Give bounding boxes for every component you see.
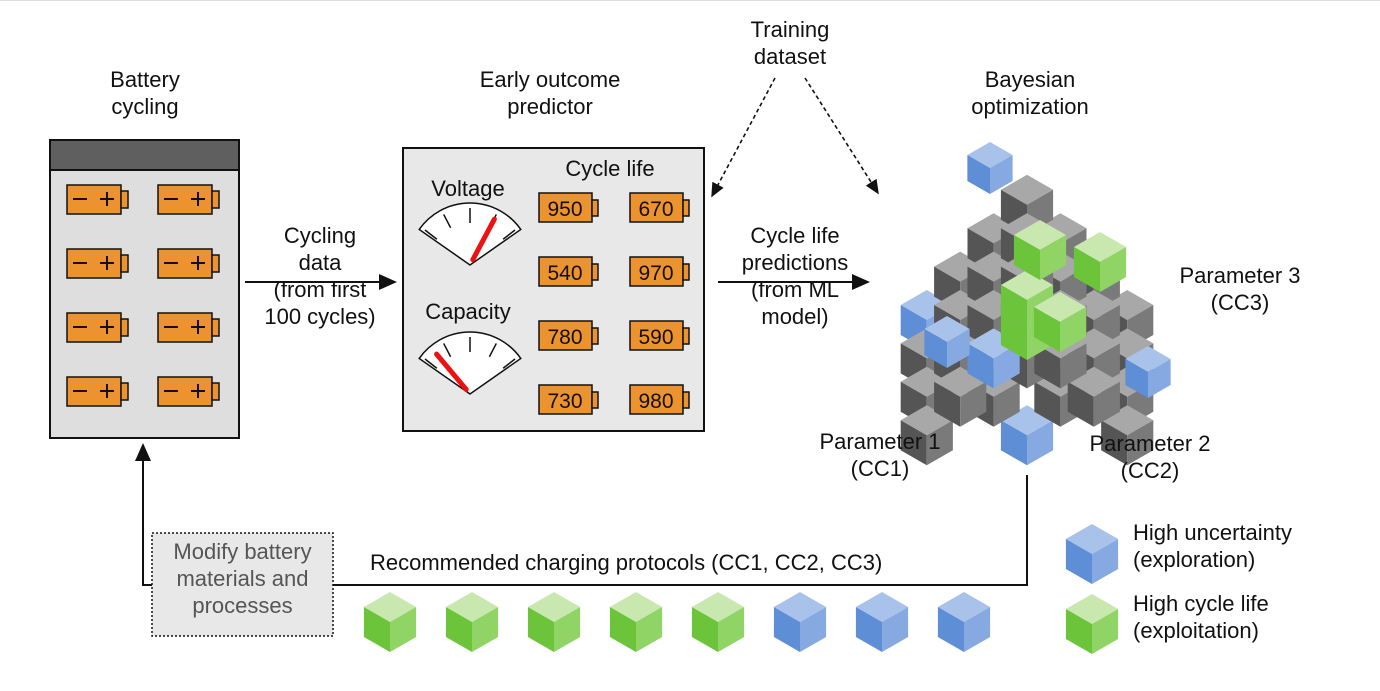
voltage-gauge [418,202,522,266]
feedback-box [151,532,334,637]
recommended-cube-green [609,592,663,652]
cycle-life-battery: 540 [538,256,599,287]
cycle-life-value: 670 [638,198,673,221]
blue-cube [967,142,1013,194]
cycle-life-battery: 970 [629,256,690,287]
recommended-cube-green [527,592,581,652]
legend-uncertainty-label: High uncertainty(exploration) [1133,520,1292,572]
cycle-life-value: 590 [638,326,673,349]
recommend-line [332,475,1028,586]
cycle-life-value: 980 [638,390,673,413]
voltage-label: Voltage [431,176,505,201]
recommended-cube-green [445,592,499,652]
recommended-cube-blue [855,592,909,652]
cycle-life-battery: 590 [629,320,690,351]
battery-cell [66,184,129,215]
recommended-cubes [363,592,991,652]
cycle-life-battery: 670 [629,192,690,223]
battery-cell [66,248,129,279]
parameter-cube [900,142,1171,466]
parameter-cube-cell [967,328,1020,389]
cycle-life-battery: 730 [538,384,599,415]
blue-cube [924,316,970,368]
legend-blue-cube [1065,524,1119,584]
cycle-life-value: 950 [547,198,582,221]
battery-cell [66,312,129,343]
parameter-2-label: Parameter 2(CC2) [1089,431,1211,483]
blue-cube [1125,346,1171,398]
capacity-label: Capacity [425,299,511,324]
parameter-3-label: Parameter 3(CC3) [1179,263,1301,315]
cycle-life-value: 970 [638,262,673,285]
legend-cyclelife-label: High cycle life(exploitation) [1133,591,1269,643]
battery-rack [49,139,240,439]
recommended-cube-green [363,592,417,652]
battery-cell [157,248,220,279]
cycle-life-value: 540 [547,262,582,285]
green-cube [1013,220,1067,280]
top-border [0,0,1380,1]
cycle-life-value: 730 [547,390,582,413]
green-cube [1033,292,1087,352]
parameter-1-label: Parameter 1(CC1) [819,429,941,481]
cycle-life-battery: 980 [629,384,690,415]
battery-cell [157,312,220,343]
recommended-cube-blue [937,592,991,652]
legend-cubes [1065,524,1119,654]
battery-cell [157,376,220,407]
capacity-gauge [418,331,522,395]
training-arrow-right [804,77,879,195]
battery-cell [157,184,220,215]
green-cube [1073,232,1127,292]
cycle-life-battery: 950 [538,192,599,223]
recommended-cube-blue [773,592,827,652]
feedback-arrow [135,443,155,586]
cycle-life-battery: 780 [538,320,599,351]
cycle-life-label: Cycle life [565,156,655,181]
cycle-life-value: 780 [547,326,582,349]
legend-green-cube [1065,594,1119,654]
recommended-cube-green [691,592,745,652]
recommended-label: Recommended charging protocols (CC1, CC2… [370,550,883,575]
battery-cell [66,376,129,407]
predictor-box: 950 670 540 970 780 590 730 980 [402,147,705,432]
training-arrow-left [711,77,776,198]
